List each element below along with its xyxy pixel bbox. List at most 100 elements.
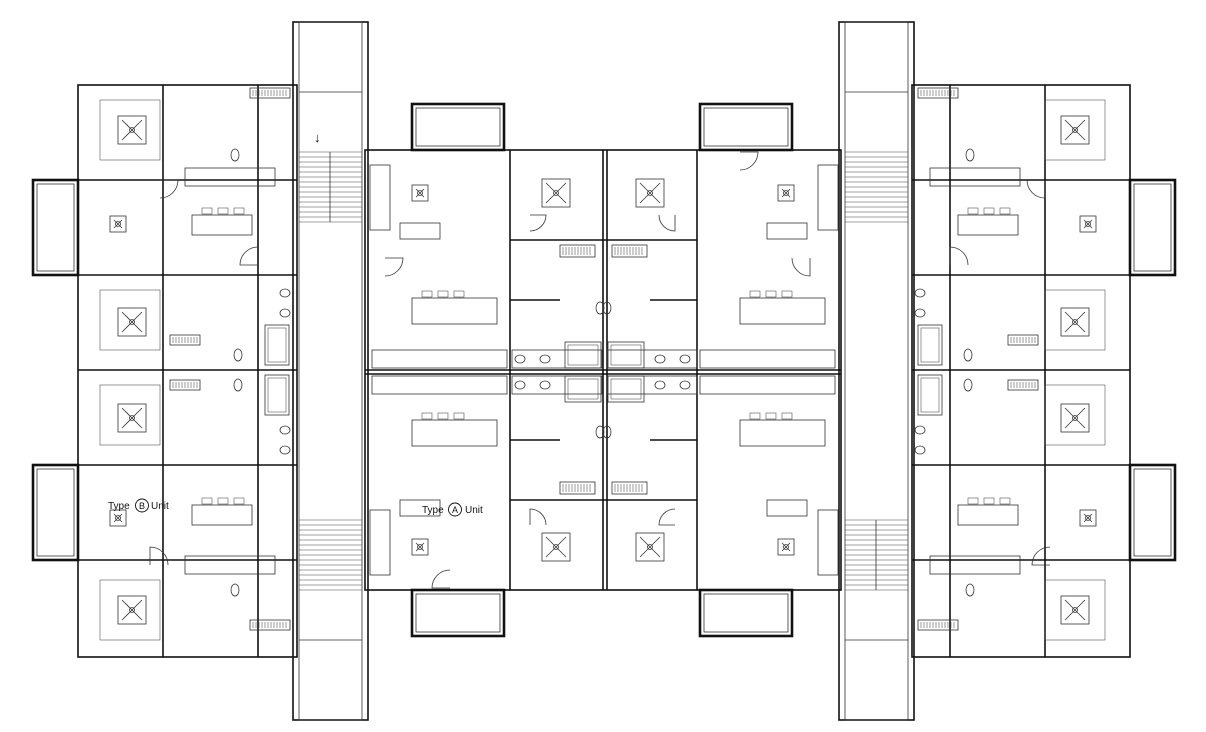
unit-a-label-suffix: Unit [465, 505, 483, 516]
fan-blade [545, 536, 567, 558]
fan-hub [417, 544, 423, 550]
ceiling-fan [109, 509, 127, 527]
fan-hub [417, 190, 423, 196]
ceiling-fan [635, 178, 665, 208]
fan-hub [783, 190, 789, 196]
side-balcony [1128, 178, 1177, 277]
fan-blade [1064, 599, 1086, 621]
sink-bowl [279, 288, 291, 298]
counter [929, 555, 1021, 575]
unit-b-letter-circle [135, 498, 149, 513]
fan-hub [1072, 127, 1078, 133]
kitchen-island [411, 297, 498, 325]
closet [559, 481, 596, 495]
counter [184, 167, 276, 187]
counter [699, 375, 836, 395]
sink-bowl [514, 354, 526, 364]
bar-stool [967, 497, 979, 505]
unit-a-label-letter: A [452, 505, 458, 515]
ceiling-fan [117, 307, 147, 337]
sink-bowl [914, 425, 926, 435]
bar-stool [749, 290, 761, 298]
stair-left-inner [298, 21, 363, 721]
stair-right-inner [844, 21, 909, 721]
fan-hub [553, 190, 559, 196]
closet [917, 619, 959, 631]
bed [99, 99, 161, 161]
ceiling-fan [635, 532, 665, 562]
sofa [369, 509, 391, 576]
door-swing [529, 508, 547, 526]
fan-hub [115, 515, 121, 521]
fan-blade [121, 407, 143, 429]
ceiling-fan [541, 532, 571, 562]
bar-stool [983, 207, 995, 215]
door-swing [658, 214, 676, 232]
sofa [817, 509, 839, 576]
fan-blade [113, 219, 123, 229]
closet [559, 244, 596, 258]
door-swing [431, 569, 451, 589]
ceiling-fan [1079, 509, 1097, 527]
unit-labels: Type B Unit Type A Unit ↓ [108, 130, 483, 517]
balcony [698, 588, 794, 638]
coffee-table [766, 499, 808, 517]
door-swing [149, 546, 169, 566]
ceiling-fan [1060, 595, 1090, 625]
toilet [963, 378, 973, 392]
kitchen-island [191, 504, 253, 526]
fan-hub [1072, 319, 1078, 325]
ceiling-fan [1060, 307, 1090, 337]
bathtub-inner [920, 327, 940, 363]
bathtub [264, 374, 290, 416]
bathtub-inner [920, 377, 940, 413]
closet [611, 481, 648, 495]
fan-hub [647, 190, 653, 196]
bathtub [917, 324, 943, 366]
unit-a-letter-circle [448, 502, 462, 517]
door-swing [949, 246, 969, 266]
toilet [602, 301, 612, 315]
fan-blade [781, 542, 791, 552]
ceiling-fan [411, 538, 429, 556]
side-balcony [31, 178, 80, 277]
sink-bowl [679, 380, 691, 390]
bathtub [607, 341, 645, 369]
sink-bowl [654, 380, 666, 390]
fan-hub [1072, 607, 1078, 613]
toilet [595, 425, 605, 439]
ceiling-fan [777, 184, 795, 202]
unit-b-label-suffix: Unit [151, 501, 169, 512]
bed [1044, 99, 1106, 161]
closet [169, 379, 201, 391]
balcony [698, 102, 794, 152]
door-swing [658, 508, 676, 526]
bar-stool [201, 207, 213, 215]
bar-stool [217, 497, 229, 505]
sink-bowl [539, 354, 551, 364]
unit-b-label-letter: B [139, 501, 145, 511]
toilet [602, 425, 612, 439]
counter [699, 349, 836, 369]
counter [606, 375, 698, 395]
walls [31, 84, 1177, 658]
toilet [230, 148, 240, 162]
fan-blade [121, 599, 143, 621]
fan-hub [129, 607, 135, 613]
fan-hub [115, 221, 121, 227]
fan-hub [1085, 515, 1091, 521]
wing-outline [911, 84, 1131, 658]
closet [249, 87, 291, 99]
bar-stool [453, 290, 465, 298]
bathtub-inner [610, 378, 642, 400]
sink-bowl [279, 308, 291, 318]
side-balcony [31, 463, 80, 562]
bar-stool [233, 207, 245, 215]
unit-a-label-prefix: Type [422, 505, 444, 516]
bar-stool [999, 497, 1011, 505]
fan-hub [1072, 415, 1078, 421]
fan-blade [1083, 513, 1093, 523]
counter [371, 375, 508, 395]
ceiling-fan [411, 184, 429, 202]
bathtub-inner [567, 378, 599, 400]
